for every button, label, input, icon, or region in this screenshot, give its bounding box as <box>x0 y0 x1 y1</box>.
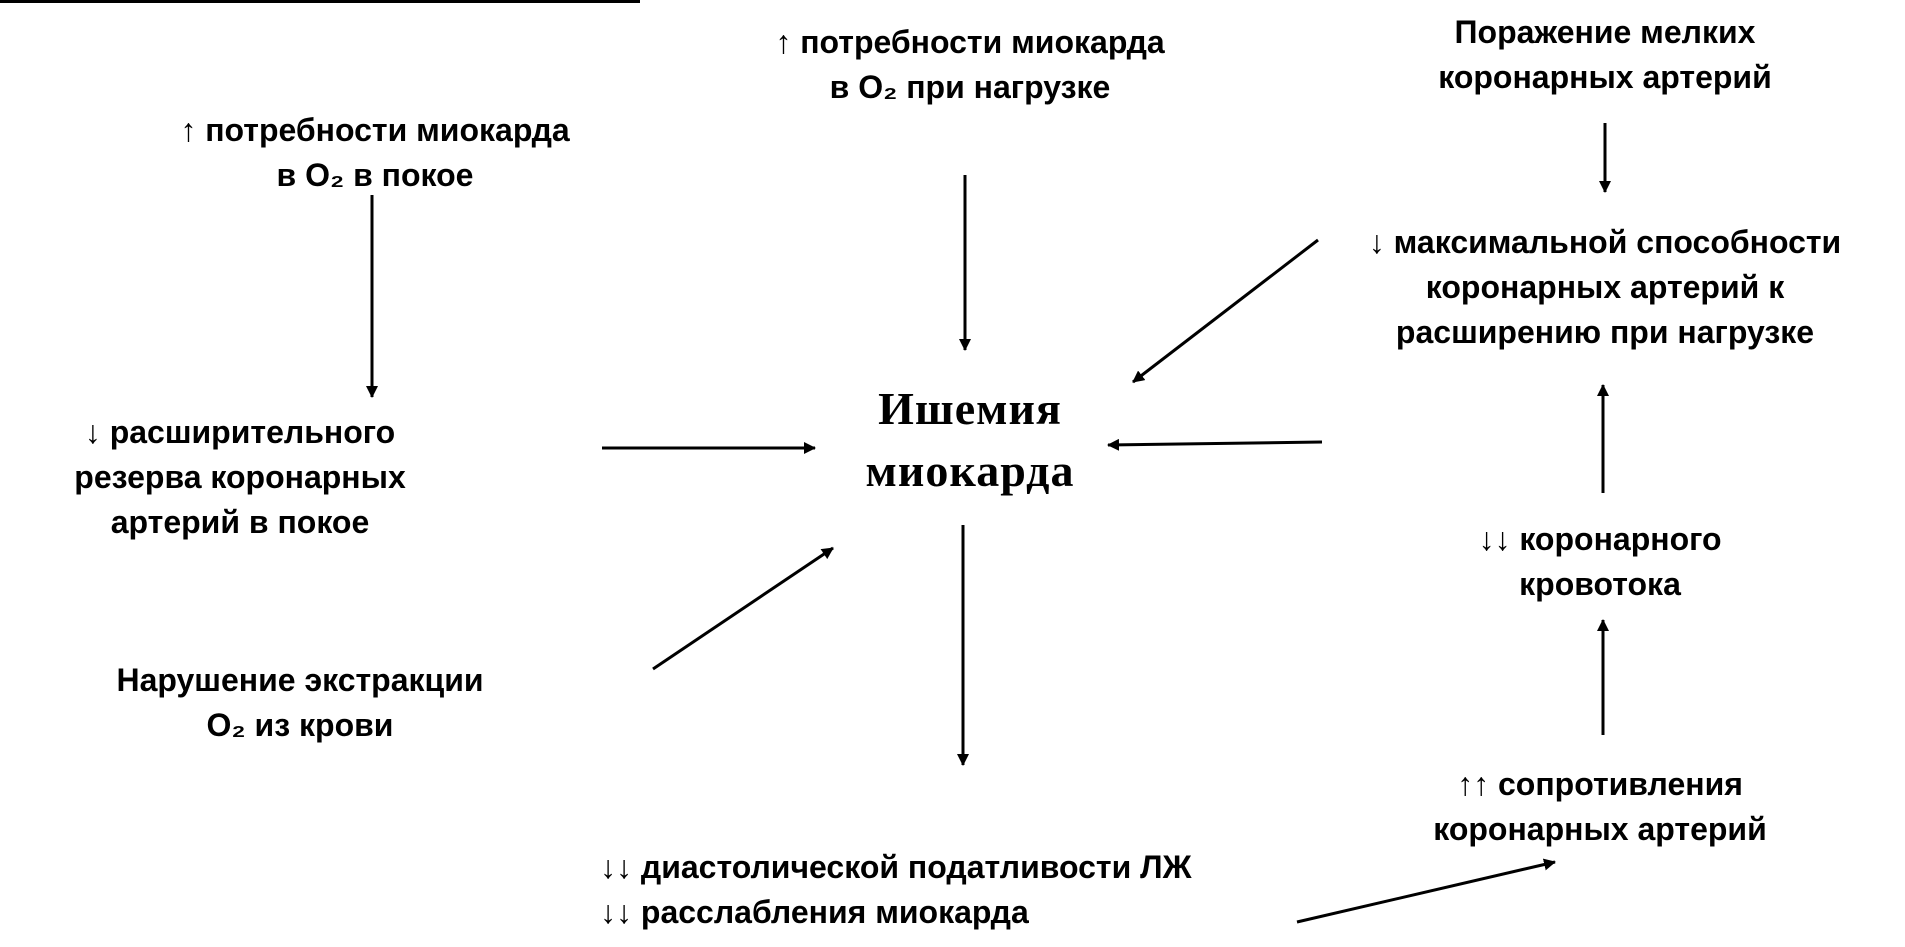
node-load-demand: ↑ потребности миокарда в O₂ при нагрузке <box>700 20 1240 110</box>
arrow-coronary-flow-to-ischemia <box>1107 438 1323 451</box>
node-text-line: ↑↑ сопротивления <box>1457 766 1743 802</box>
node-text-line: миокарда <box>865 445 1075 496</box>
node-text-line: резерва коронарных <box>74 459 406 495</box>
arrow-diastolic-to-resistance <box>1296 858 1556 924</box>
node-dilation-reserve: ↓ расширительного резерва коронарных арт… <box>30 410 450 545</box>
node-ischemia: Ишемия миокарда <box>820 378 1120 502</box>
node-text-line: Нарушение экстракции <box>116 662 484 698</box>
node-text-line: ↑ потребности миокарда <box>775 24 1165 60</box>
node-text-line: ↓↓ диастолической податливости ЛЖ <box>600 849 1192 885</box>
node-rest-demand: ↑ потребности миокарда в O₂ в покое <box>125 108 625 198</box>
arrow-extraction-to-ischemia <box>652 546 834 671</box>
node-max-capacity: ↓ максимальной способности коронарных ар… <box>1320 220 1890 355</box>
node-small-arteries: Поражение мелких коронарных артерий <box>1400 10 1810 100</box>
node-diastolic: ↓↓ диастолической податливости ЛЖ ↓↓ рас… <box>600 845 1320 935</box>
node-text-line: коронарных артерий к <box>1425 269 1785 305</box>
top-rule <box>0 0 640 3</box>
node-coronary-flow: ↓↓ коронарного кровотока <box>1430 517 1770 607</box>
node-text-line: коронарных артерий <box>1433 811 1767 847</box>
node-extraction: Нарушение экстракции O₂ из крови <box>60 658 540 748</box>
node-text-line: артерий в покое <box>110 504 370 540</box>
node-text-line: O₂ из крови <box>206 707 394 743</box>
node-text-line: в O₂ при нагрузке <box>829 69 1111 105</box>
node-text-line: в O₂ в покое <box>276 157 474 193</box>
node-text-line: ↑ потребности миокарда <box>180 112 570 148</box>
node-resistance: ↑↑ сопротивления коронарных артерий <box>1390 762 1810 852</box>
node-text-line: Поражение мелких <box>1454 14 1756 50</box>
node-text-line: Ишемия <box>878 383 1062 434</box>
node-text-line: ↓ максимальной способности <box>1368 224 1842 260</box>
node-text-line: расширению при нагрузке <box>1395 314 1815 350</box>
node-text-line: кровотока <box>1519 566 1681 602</box>
arrow-max-capacity-to-ischemia <box>1132 238 1319 384</box>
node-text-line: ↓ расширительного <box>84 414 396 450</box>
node-text-line: коронарных артерий <box>1438 59 1772 95</box>
node-text-line: ↓↓ коронарного <box>1478 521 1722 557</box>
node-text-line: ↓↓ расслабления миокарда <box>600 894 1029 930</box>
